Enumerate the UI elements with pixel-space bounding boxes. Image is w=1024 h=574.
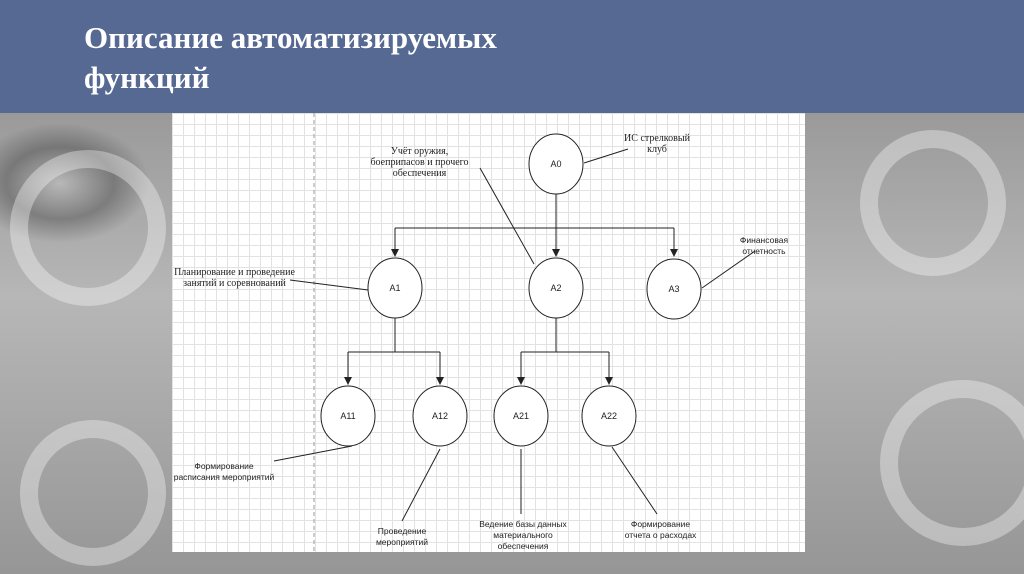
- node-a0-label: A0: [536, 159, 576, 169]
- node-a22-label: A22: [589, 411, 629, 421]
- background-decoration: [860, 130, 1006, 276]
- annotation-a12: Проведение мероприятий: [367, 526, 437, 548]
- annotation-a1: Планирование и проведение занятий и соре…: [172, 267, 297, 289]
- annotation-a0: ИС стрелковый клуб: [612, 133, 702, 155]
- annotation-a22: Формирование отчета о расходах: [618, 519, 703, 541]
- function-diagram: A0 A1 A2 A3 A11 A12 A21 A22 ИС стрелковы…: [172, 113, 805, 552]
- leader-a22: [612, 447, 657, 514]
- leader-a1: [290, 280, 368, 290]
- node-a12-label: A12: [420, 411, 460, 421]
- leader-a11: [274, 446, 352, 461]
- background-decoration: [20, 420, 166, 566]
- leader-a2: [480, 168, 534, 264]
- annotation-a21: Ведение базы данных материального обеспе…: [468, 519, 578, 552]
- node-a21-label: A21: [501, 411, 541, 421]
- annotation-a2: Учёт оружия, боеприпасов и прочего обесп…: [362, 146, 477, 179]
- node-a11-label: A11: [328, 411, 368, 421]
- annotation-a11: Формирование расписания мероприятий: [172, 461, 276, 483]
- slide-header: Описание автоматизируемых функций: [0, 0, 1024, 113]
- background-decoration: [10, 150, 166, 306]
- node-a3-label: A3: [654, 284, 694, 294]
- node-a1-label: A1: [375, 283, 415, 293]
- leader-a12: [402, 449, 440, 521]
- diagram-canvas: [172, 113, 805, 552]
- node-a2-label: A2: [536, 283, 576, 293]
- annotation-a3: Финансовая отчетность: [734, 235, 794, 257]
- slide-title: Описание автоматизируемых функций: [84, 18, 784, 98]
